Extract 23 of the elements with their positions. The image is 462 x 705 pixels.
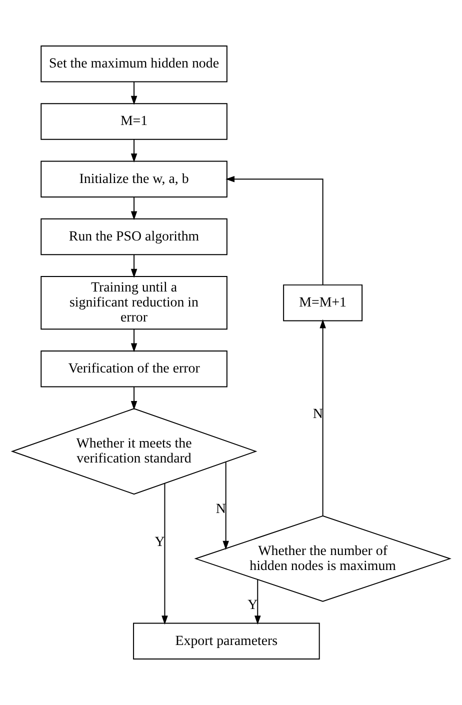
arrow [162, 483, 168, 625]
node-box: Set the maximum hidden node [40, 45, 228, 82]
arrow [130, 386, 138, 410]
node-diamond: Whether it meets the verification standard [10, 408, 258, 495]
arrow [130, 81, 138, 105]
node-box: Export parameters [133, 622, 320, 660]
arrow [130, 138, 138, 163]
node-box: Verification of the error [40, 350, 228, 388]
arrow [130, 196, 138, 220]
arrow [254, 578, 261, 625]
edge-label: Y [154, 535, 165, 550]
node-box: Initialize the w, a, b [40, 160, 228, 198]
edge-label: N [312, 407, 323, 422]
arrow [130, 328, 138, 352]
node-box: Run the PSO algorithm [40, 218, 228, 256]
node-box: Training until a significant reduction in error [40, 276, 228, 330]
arrow [130, 254, 138, 278]
edge-label: N [216, 502, 226, 517]
node-box: M=M+1 [283, 284, 363, 322]
arrow [320, 319, 326, 516]
arrow [226, 176, 324, 286]
node-box: M=1 [40, 103, 228, 140]
arrow [222, 462, 229, 550]
